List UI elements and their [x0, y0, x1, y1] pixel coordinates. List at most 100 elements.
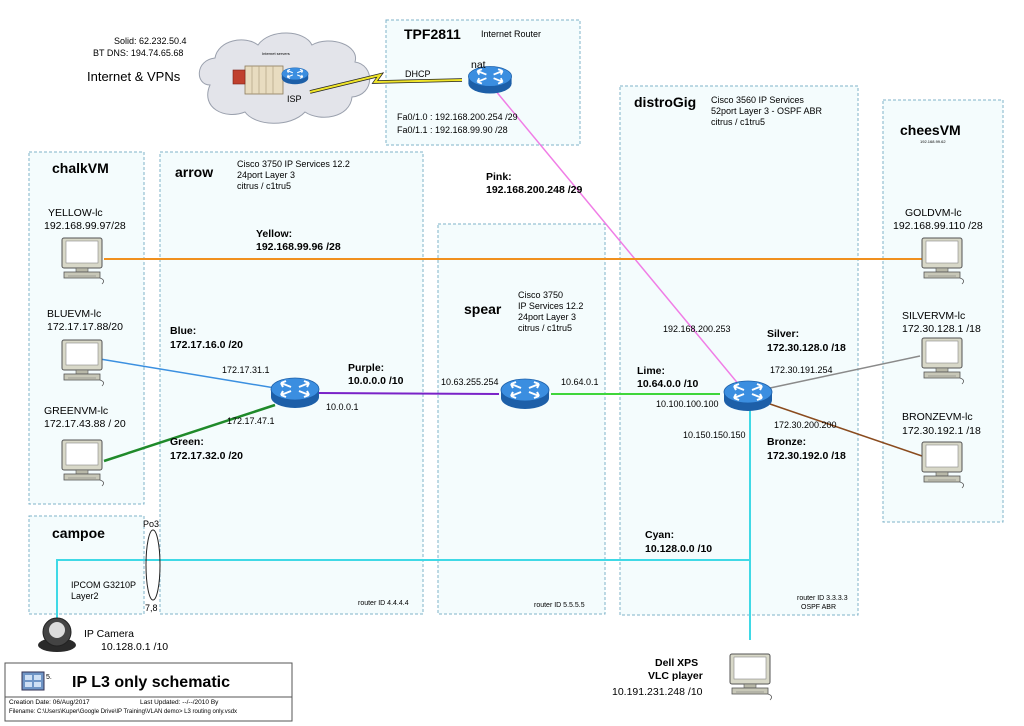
bronze-net: 172.30.192.0 /18: [767, 450, 846, 462]
gold-vm-name: GOLDVM-lc: [905, 207, 962, 219]
blue-net: 172.17.16.0 /20: [170, 339, 243, 351]
ip-camera-name: IP Camera: [84, 628, 134, 640]
arrow-ip-purple: 10.0.0.1: [326, 402, 359, 412]
blue-link: [99, 358, 294, 392]
arrow-title: arrow: [175, 164, 214, 180]
logo-icon: [21, 671, 45, 691]
yellow-net: 192.168.99.96 /28: [256, 241, 341, 253]
distrogig-ip-silver: 172.30.191.254: [770, 365, 833, 375]
dell-name1: Dell XPS: [655, 657, 699, 669]
arrow-router-icon: [270, 377, 320, 409]
distrogig-router-icon: [723, 380, 773, 412]
blue-vm-ip: 172.17.17.88/20: [47, 321, 123, 333]
bronze-net-label: Bronze:: [767, 436, 807, 448]
spear-ip-left: 10.63.255.254: [441, 377, 499, 387]
title-block: [4, 662, 293, 722]
gold-vm-ip: 192.168.99.110 /28: [893, 220, 983, 232]
green-net: 172.17.32.0 /20: [170, 450, 243, 462]
pink-net: 192.168.200.248 /29: [486, 184, 583, 196]
green-pc-icon: [61, 439, 105, 487]
internet-servers-icon: [244, 65, 284, 95]
silver-pc-icon: [921, 337, 965, 385]
distrogig-box: [619, 85, 859, 616]
dell-name2: VLC player: [648, 670, 703, 682]
distrogig-desc3: citrus / c1tru5: [711, 117, 766, 127]
tpf-fa0: Fa0/1.0 : 192.168.200.254 /29: [397, 112, 518, 122]
spear-desc2: IP Services 12.2: [518, 301, 584, 311]
arrow-desc2: 24port Layer 3: [237, 170, 296, 180]
spear-desc4: citrus / c1tru5: [518, 323, 573, 333]
lime-net-label: Lime:: [637, 365, 666, 377]
tpf-fa1: Fa0/1.1 : 192.168.99.90 /28: [397, 125, 508, 135]
pink-link: [489, 83, 746, 393]
firewall-icon: [232, 69, 246, 85]
green-vm-ip: 172.17.43.88 / 20: [44, 418, 126, 430]
purple-link: [317, 392, 500, 395]
arrow-router-id: router ID 4.4.4.4: [358, 600, 409, 607]
arrow-desc1: Cisco 3750 IP Services 12.2: [237, 159, 350, 169]
silver-link: [769, 355, 921, 389]
bronze-pc-icon: [921, 441, 965, 489]
ip-camera-icon: [38, 617, 76, 652]
tpf-nat-label: nat: [471, 59, 486, 71]
silver-vm-ip: 172.30.128.1 /18: [902, 323, 981, 335]
purple-net-label: Purple:: [348, 362, 385, 374]
chalkvm-title: chalkVM: [52, 160, 109, 176]
po3-label: Po3: [143, 519, 160, 529]
lime-net: 10.64.0.0 /10: [637, 378, 699, 390]
distrogig-ip-cyan: 10.150.150.150: [683, 430, 746, 440]
arrow-desc3: citrus / c1tru5: [237, 181, 292, 191]
bronze-vm-name: BRONZEVM-lc: [902, 411, 973, 423]
purple-net: 10.0.0.0 /10: [348, 375, 404, 387]
distrogig-desc2: 52port Layer 3 - OSPF ABR: [711, 106, 823, 116]
ip-camera-ip: 10.128.0.1 /10: [101, 641, 169, 653]
internet-label: Internet & VPNs: [87, 69, 181, 84]
distrogig-ospf: OSPF ABR: [801, 604, 837, 611]
spear-desc1: Cisco 3750: [518, 290, 564, 300]
cyan-link: [56, 410, 751, 640]
campoe-desc1: IPCOM G3210P: [71, 580, 137, 590]
bronze-vm-ip: 172.30.192.1 /18: [902, 425, 981, 437]
spear-ip-right: 10.64.0.1: [561, 377, 599, 387]
arrow-ip-blue: 172.17.31.1: [222, 365, 270, 375]
green-link: [103, 403, 276, 463]
green-vm-name: GREENVM-lc: [44, 405, 109, 417]
yellow-vm-name: YELLOW-lc: [48, 207, 103, 219]
cyan-net: 10.128.0.0 /10: [645, 543, 713, 555]
distrogig-ip-pink: 192.168.200.253: [663, 324, 731, 334]
distrogig-router-id: router ID 3.3.3.3: [797, 595, 848, 602]
campoe-title: campoe: [52, 525, 105, 541]
blue-net-label: Blue:: [170, 325, 197, 337]
last-updated: Last Updated: --/--/2010 By: [140, 699, 219, 706]
title-page-num: 5.: [46, 674, 52, 681]
yellow-net-label: Yellow:: [256, 228, 293, 240]
bronze-link: [769, 403, 923, 457]
internet-dns: BT DNS: 194.74.65.68: [93, 48, 184, 58]
cheesvm-title: cheesVM: [900, 122, 961, 138]
internet-servers-label: Internet servers: [262, 51, 290, 56]
campoe-desc2: Layer2: [71, 591, 99, 601]
dell-ip: 10.191.231.248 /10: [612, 686, 703, 698]
silver-net: 172.30.128.0 /18: [767, 342, 846, 354]
dell-pc-icon: [729, 653, 773, 701]
creation-date: Creation Date: 06/Aug/2017: [9, 699, 90, 706]
gold-pc-icon: [921, 237, 965, 285]
tpf2811-title: TPF2811: [404, 26, 461, 42]
internet-solid-ip: Solid: 62.232.50.4: [114, 36, 187, 46]
yellow-pc-icon: [61, 237, 105, 285]
spear-desc3: 24port Layer 3: [518, 312, 577, 322]
silver-vm-name: SILVERVM-lc: [902, 310, 966, 322]
spear-box: [437, 223, 606, 615]
tpf-dhcp-label: DHCP: [405, 69, 431, 79]
schematic-title: IP L3 only schematic: [72, 674, 230, 691]
arrow-ip-green: 172.17.47.1: [227, 416, 275, 426]
blue-vm-name: BLUEVM-lc: [47, 308, 102, 320]
green-net-label: Green:: [170, 436, 204, 448]
yellow-vm-ip: 192.168.99.97/28: [44, 220, 126, 232]
distrogig-ip-lime: 10.100.100.100: [656, 399, 719, 409]
distrogig-desc1: Cisco 3560 IP Services: [711, 95, 804, 105]
cyan-net-label: Cyan:: [645, 529, 675, 541]
po3-bundle: [145, 529, 161, 601]
filename: Filename: C:\Users\Kuper\Google Drive\IP…: [9, 709, 238, 715]
blue-pc-icon: [61, 339, 105, 387]
